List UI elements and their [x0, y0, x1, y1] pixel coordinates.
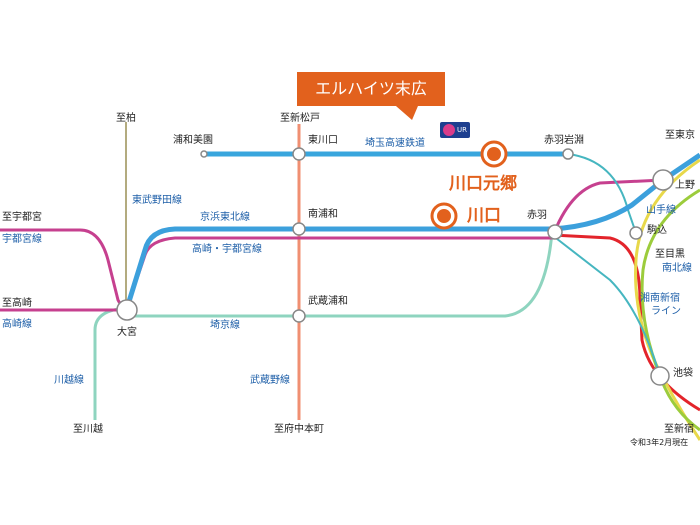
yamanote-line [640, 188, 700, 432]
line-label-keihin-tohoku: 京浜東北線 [200, 212, 250, 223]
station-label-akabane: 赤羽 [527, 210, 547, 221]
line-label-tobu-noda: 東武野田線 [132, 195, 182, 206]
line-label-saitama-rapid: 埼玉高速鉄道 [365, 138, 425, 149]
direction-kawagoe: 至川越 [73, 424, 103, 435]
station-label-minami-urawa: 南浦和 [308, 209, 338, 220]
station-label-urawa-misono: 浦和美園 [173, 135, 213, 146]
station-node-urawa-misono [200, 150, 208, 158]
ur-badge-text: UR [457, 126, 467, 134]
line-label-namboku: 南北線 [662, 263, 692, 274]
line-label-musashino: 武蔵野線 [250, 375, 290, 386]
direction-shinjuku: 至新宿 [664, 424, 694, 435]
direction-takasaki: 至高崎 [2, 298, 32, 309]
line-label-takasaki-utsunomiya: 高崎・宇都宮線 [192, 244, 262, 255]
line-label-takasaki: 高崎線 [2, 319, 32, 330]
station-label-musashi-urawa: 武蔵浦和 [308, 296, 348, 307]
line-label-utsunomiya: 宇都宮線 [2, 234, 42, 245]
shonan-shinjuku-teal [551, 234, 661, 377]
station-label-ikebukuro: 池袋 [673, 368, 693, 379]
station-label-komagome: 駒込 [647, 225, 667, 236]
highlight-label-kawaguchi: 川口 [467, 206, 501, 226]
direction-kashiwa: 至柏 [116, 113, 136, 124]
station-node-akabane-iwabuchi [562, 148, 574, 160]
property-name: エルハイツ末広 [315, 79, 427, 98]
direction-meguro: 至目黒 [655, 249, 685, 260]
station-node-komagome [629, 226, 643, 240]
line-label-kawagoe: 川越線 [54, 375, 84, 386]
line-label-yamanote: 山手線 [646, 205, 676, 216]
line-label-shonan-shinjuku-1: 湘南新宿 [640, 293, 680, 304]
yellow-line [634, 158, 700, 441]
station-node-higashi-kawaguchi [292, 147, 306, 161]
highlight-label-kawaguchi-motogo: 川口元郷 [449, 174, 517, 194]
station-node-ueno [652, 169, 674, 191]
property-callout: エルハイツ末広 [297, 72, 445, 106]
line-label-shonan-shinjuku-2: ライン [651, 306, 681, 317]
direction-utsunomiya: 至宇都宮 [2, 212, 42, 223]
station-label-omiya: 大宮 [117, 327, 137, 338]
line-label-saikyo: 埼京線 [210, 320, 240, 331]
station-node-musashi-urawa [292, 309, 306, 323]
shonan-shinjuku-red [551, 233, 700, 412]
direction-tokyo: 至東京 [665, 130, 695, 141]
station-node-akabane [547, 224, 563, 240]
saikyo-line [127, 231, 554, 318]
station-node-ikebukuro [650, 366, 670, 386]
direction-fuchu-hommachi: 至府中本町 [274, 424, 324, 435]
station-label-higashi-kawaguchi: 東川口 [308, 135, 338, 146]
station-label-ueno: 上野 [675, 180, 695, 191]
kawagoe-line [93, 306, 128, 420]
direction-shin-matsudo: 至新松戸 [280, 113, 320, 124]
station-node-minami-urawa [292, 222, 306, 236]
ur-logo: UR [440, 122, 470, 138]
ur-mark-icon [443, 124, 455, 136]
date-note: 令和3年2月現在 [630, 438, 689, 447]
station-node-omiya [116, 299, 138, 321]
station-label-akabane-iwabuchi: 赤羽岩淵 [544, 135, 584, 146]
